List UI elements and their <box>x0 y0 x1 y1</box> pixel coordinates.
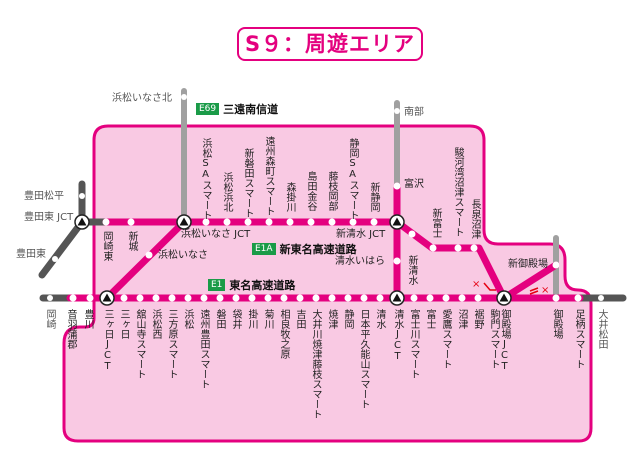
label-hamamatsu-inasa: 浜松いなさ <box>158 250 208 261</box>
station-label: 富士川スマート <box>408 309 419 379</box>
label-toyota-higashi-jct: 豊田東 JCT <box>24 212 74 223</box>
page-title: S９：周遊エリア <box>237 27 423 61</box>
label-oi-matsuda: 大井松田 <box>596 309 607 349</box>
station-label: 焼津 <box>326 309 337 329</box>
station-label: 藤枝岡部 <box>326 171 337 211</box>
station-label: 清水 <box>374 309 385 329</box>
station-label: 豊川 <box>82 309 93 329</box>
route-name: 東名高速道路 <box>229 279 296 292</box>
station-label: 浜松西 <box>150 309 161 339</box>
station-label: 三ヶ日 <box>118 309 129 339</box>
label-nanbu: 南部 <box>404 107 424 118</box>
station-label: 相良牧之原 <box>278 309 289 359</box>
route-code: E69 <box>196 103 220 115</box>
route-e1: E1 東名高速道路 <box>208 277 295 293</box>
station-label: 菊川 <box>262 309 273 329</box>
label-shin-shimizu-jct: 新清水 JCT <box>336 229 386 240</box>
station-label: 御殿場JCT <box>499 309 510 372</box>
route-code: E1A <box>252 243 276 255</box>
label-hamamatsu-inasa-kita: 浜松いなさ北 <box>112 93 172 104</box>
restriction-arrows <box>483 282 539 295</box>
station-label: 駒門スマート <box>488 309 499 369</box>
station-label: 富士 <box>424 309 435 329</box>
station-label: 浜松 <box>182 309 193 329</box>
station-label: 新御殿場 <box>508 259 548 270</box>
station-label: 静岡 <box>342 309 353 329</box>
station-label: 裾野 <box>472 309 483 329</box>
station-label: 掛川 <box>246 309 257 329</box>
station-label: 静岡SAスマート <box>347 138 358 220</box>
route-name: 三遠南信道 <box>223 103 279 116</box>
station-label: 長泉沼津 <box>469 199 480 239</box>
station-label: 三方原スマート <box>166 309 177 379</box>
station-label: 足柄スマート <box>573 309 584 369</box>
toyota-line-sw <box>38 218 86 279</box>
label-hamamatsu-inasa-jct: 浜松いなさ JCT <box>181 229 251 240</box>
junction-markers <box>74 214 512 306</box>
station-label: 浜松浜北 <box>221 172 232 212</box>
restriction-mark: × <box>541 285 550 296</box>
station-label: 富沢 <box>404 179 424 190</box>
station-label: 吉田 <box>294 309 305 329</box>
station-label: 浜松SAスマート <box>200 138 211 220</box>
station-label: 森掛川 <box>284 182 295 212</box>
station-label: 御殿場 <box>551 309 562 339</box>
station-label: 島田金谷 <box>305 171 316 211</box>
label-toyota-higashi: 豊田東 <box>16 249 46 260</box>
station-dots <box>47 94 604 302</box>
route-code: E1 <box>208 279 226 291</box>
label-toyota-matsudaira: 豊田松平 <box>24 191 64 202</box>
station-label: 大井川焼津藤枝スマート <box>310 309 321 419</box>
gotemba-link <box>500 261 560 302</box>
label-shimizu-ihara: 清水いはら <box>335 256 385 267</box>
hamamatsu-inasa-link <box>103 218 188 302</box>
station-label: 岡崎東 <box>101 231 112 261</box>
station-label: 新静岡 <box>368 182 379 212</box>
station-label: 駿河湾沼津スマート <box>452 147 463 237</box>
station-label: 日本平久能山スマート <box>358 309 369 409</box>
station-label: 音羽蒲郡 <box>65 309 76 349</box>
station-label: 遠州森町スマート <box>263 136 274 216</box>
station-label: 三ヶ日JCT <box>102 309 113 372</box>
station-label: 袋井 <box>230 309 241 329</box>
route-name: 新東名高速道路 <box>279 243 357 256</box>
station-label: 磐田 <box>214 309 225 329</box>
route-e69: E69 三遠南信道 <box>196 101 278 117</box>
restriction-mark: × <box>472 279 481 290</box>
route-e1a: E1A 新東名高速道路 <box>252 241 357 257</box>
station-label: 舘山寺スマート <box>134 309 145 379</box>
station-label: 新清水 <box>406 255 417 285</box>
label-okazaki: 岡崎 <box>44 309 55 329</box>
station-label: 新磐田スマート <box>242 148 253 218</box>
station-label: 愛鷹スマート <box>440 309 451 369</box>
station-label: 新富士 <box>430 208 441 238</box>
coverage-area <box>62 124 593 443</box>
station-label: 遠州豊田スマート <box>198 309 209 389</box>
station-label: 清水JCT <box>392 309 403 362</box>
station-label: 沼津 <box>456 309 467 329</box>
station-label: 新城 <box>126 231 137 251</box>
